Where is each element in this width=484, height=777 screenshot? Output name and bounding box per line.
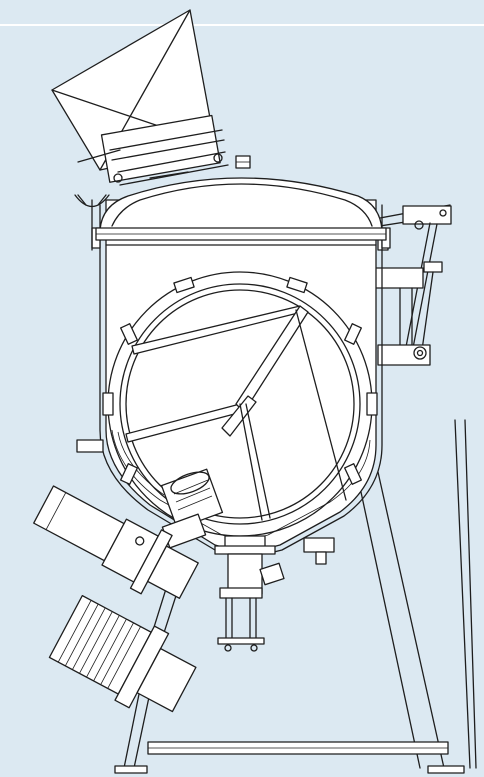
vessel-body (74, 194, 391, 556)
agitator-blade (125, 305, 347, 521)
vessel-lid (95, 155, 387, 241)
discharge-valve (214, 535, 335, 652)
support-frame (114, 419, 477, 774)
feed-hopper (51, 9, 229, 186)
side-lever-bracket (374, 204, 452, 366)
gear-motor-lower (33, 485, 199, 713)
gear-motor-upper (160, 468, 224, 549)
